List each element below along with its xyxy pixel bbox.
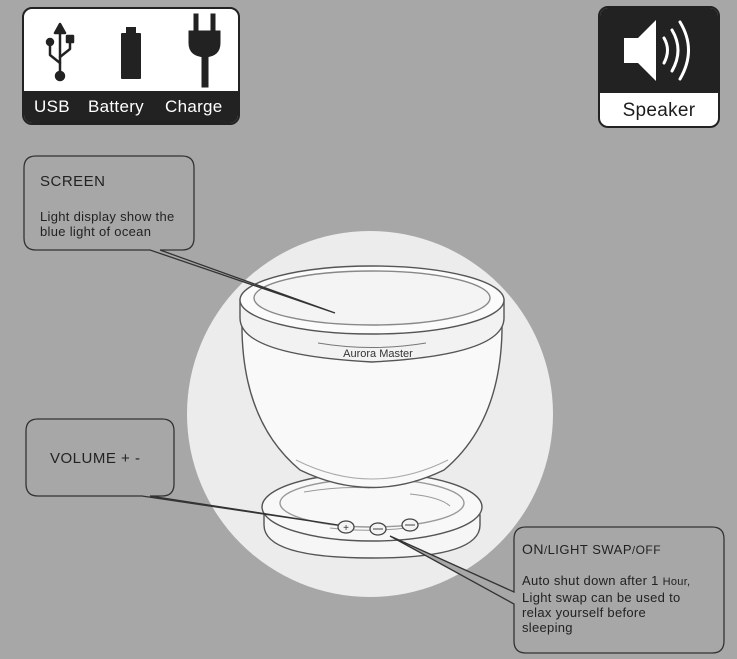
charge-label: Charge: [165, 97, 223, 116]
speaker-icon: [624, 20, 690, 81]
usb-icon: [45, 22, 75, 82]
screen-desc-line1: Light display show the: [40, 209, 175, 224]
screen-title: SCREEN: [40, 173, 106, 190]
power-button: [369, 522, 387, 536]
power-callout-bubble: [389, 526, 725, 654]
brand-label: Aurora Master: [343, 348, 413, 360]
speaker-icon-area: [600, 8, 718, 93]
light-swap-button: [401, 518, 419, 532]
battery-label: Battery: [88, 97, 144, 116]
volume-callout: VOLUME + -: [50, 450, 140, 467]
volume-title: VOLUME + -: [50, 450, 141, 467]
power-title: ON/LIGHT SWAP/OFF: [522, 541, 690, 557]
volume-callout-bubble: [25, 418, 339, 526]
power-options-panel: USB Battery Charge: [22, 7, 240, 125]
power-options-labels: USB Battery Charge: [24, 91, 238, 123]
power-desc-line2: Light swap can be used to: [522, 590, 681, 605]
screen-callout-bubble: [23, 155, 336, 314]
speaker-panel: Speaker: [598, 6, 720, 128]
device-base: [261, 472, 483, 559]
power-title-sep1: /: [544, 545, 548, 557]
device-bowl: [241, 317, 503, 489]
power-desc-line1-b: Hour,: [662, 576, 691, 588]
power-desc-line1: Auto shut down after 1 Hour,: [522, 573, 690, 590]
volume-button: +: [337, 520, 355, 534]
power-title-off: OFF: [635, 543, 662, 557]
power-options-icons: [45, 13, 221, 88]
power-desc-line4: sleeping: [522, 620, 573, 635]
svg-text:+: +: [343, 523, 349, 534]
speaker-label: Speaker: [622, 100, 696, 121]
power-callout: ON/LIGHT SWAP/OFF Auto shut down after 1…: [522, 541, 690, 635]
power-title-on: ON: [522, 541, 544, 557]
power-title-light: LIGHT SWAP: [547, 542, 633, 557]
power-desc-line1-a: Auto shut down after 1: [522, 573, 663, 588]
battery-icon: [121, 27, 141, 79]
plug-icon: [188, 13, 221, 88]
power-title-sep2: /: [632, 545, 636, 557]
usb-label: USB: [34, 97, 70, 116]
power-desc-line3: relax yourself before: [522, 605, 647, 620]
screen-callout: SCREEN Light display show the blue light…: [40, 173, 175, 239]
device-screen: [239, 265, 505, 363]
screen-desc-line2: blue light of ocean: [40, 224, 152, 239]
